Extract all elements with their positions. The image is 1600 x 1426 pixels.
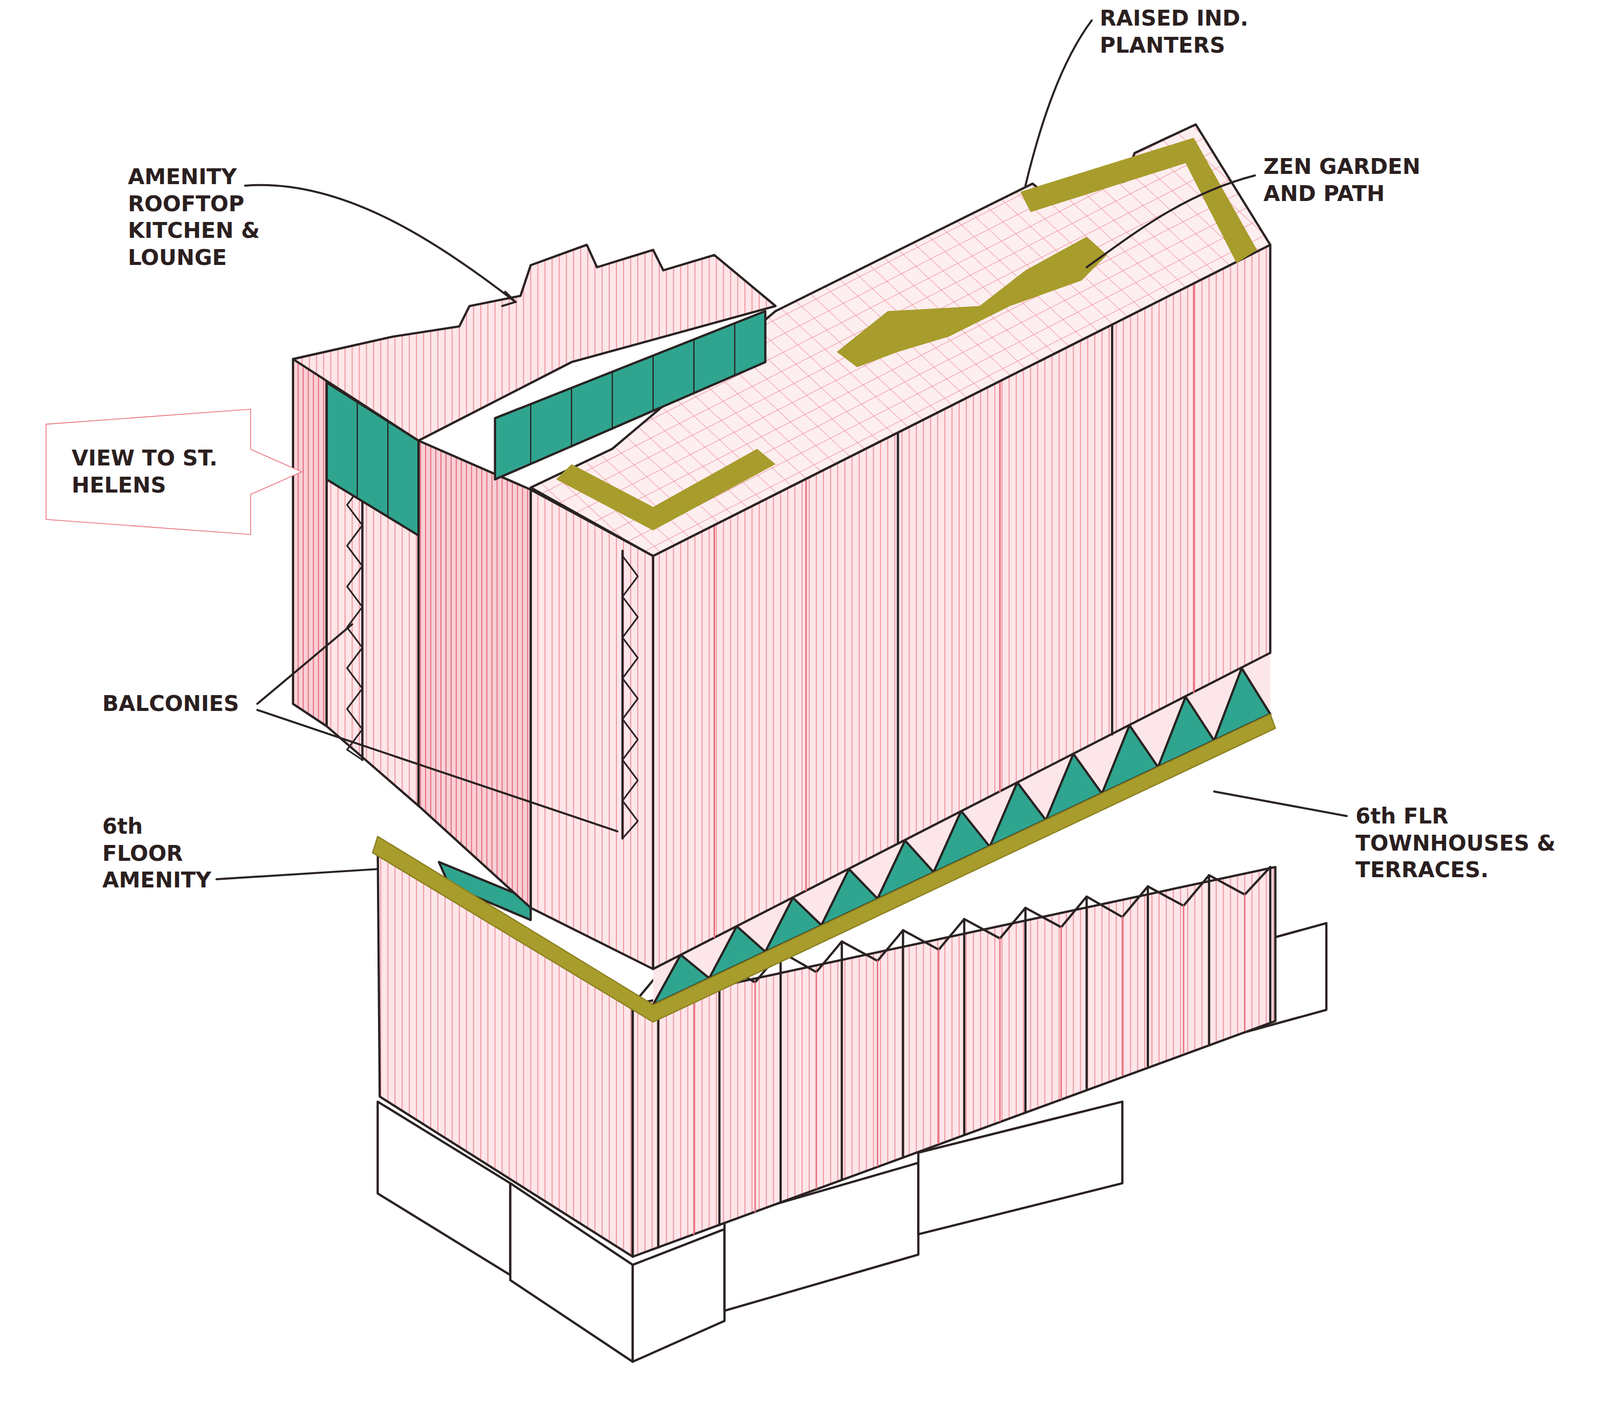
annotation-label: RAISED IND. PLANTERS (1099, 5, 1315, 59)
annotation-label: BALCONIES (102, 690, 297, 718)
banner-outline (46, 409, 302, 535)
annotation-label: 6th FLOOR AMENITY (102, 813, 231, 895)
annotation-label: 6th FLR TOWNHOUSES & TERRACES. (1355, 803, 1581, 884)
callout-banner: VIEW TO ST. HELENS (46, 409, 302, 535)
banner-shape (46, 409, 302, 535)
annotation-label: AMENITY ROOFTOP KITCHEN & LOUNGE (127, 163, 282, 272)
annotation-label: ZEN GARDEN AND PATH (1263, 153, 1458, 208)
callout-text: VIEW TO ST. HELENS (71, 445, 236, 499)
